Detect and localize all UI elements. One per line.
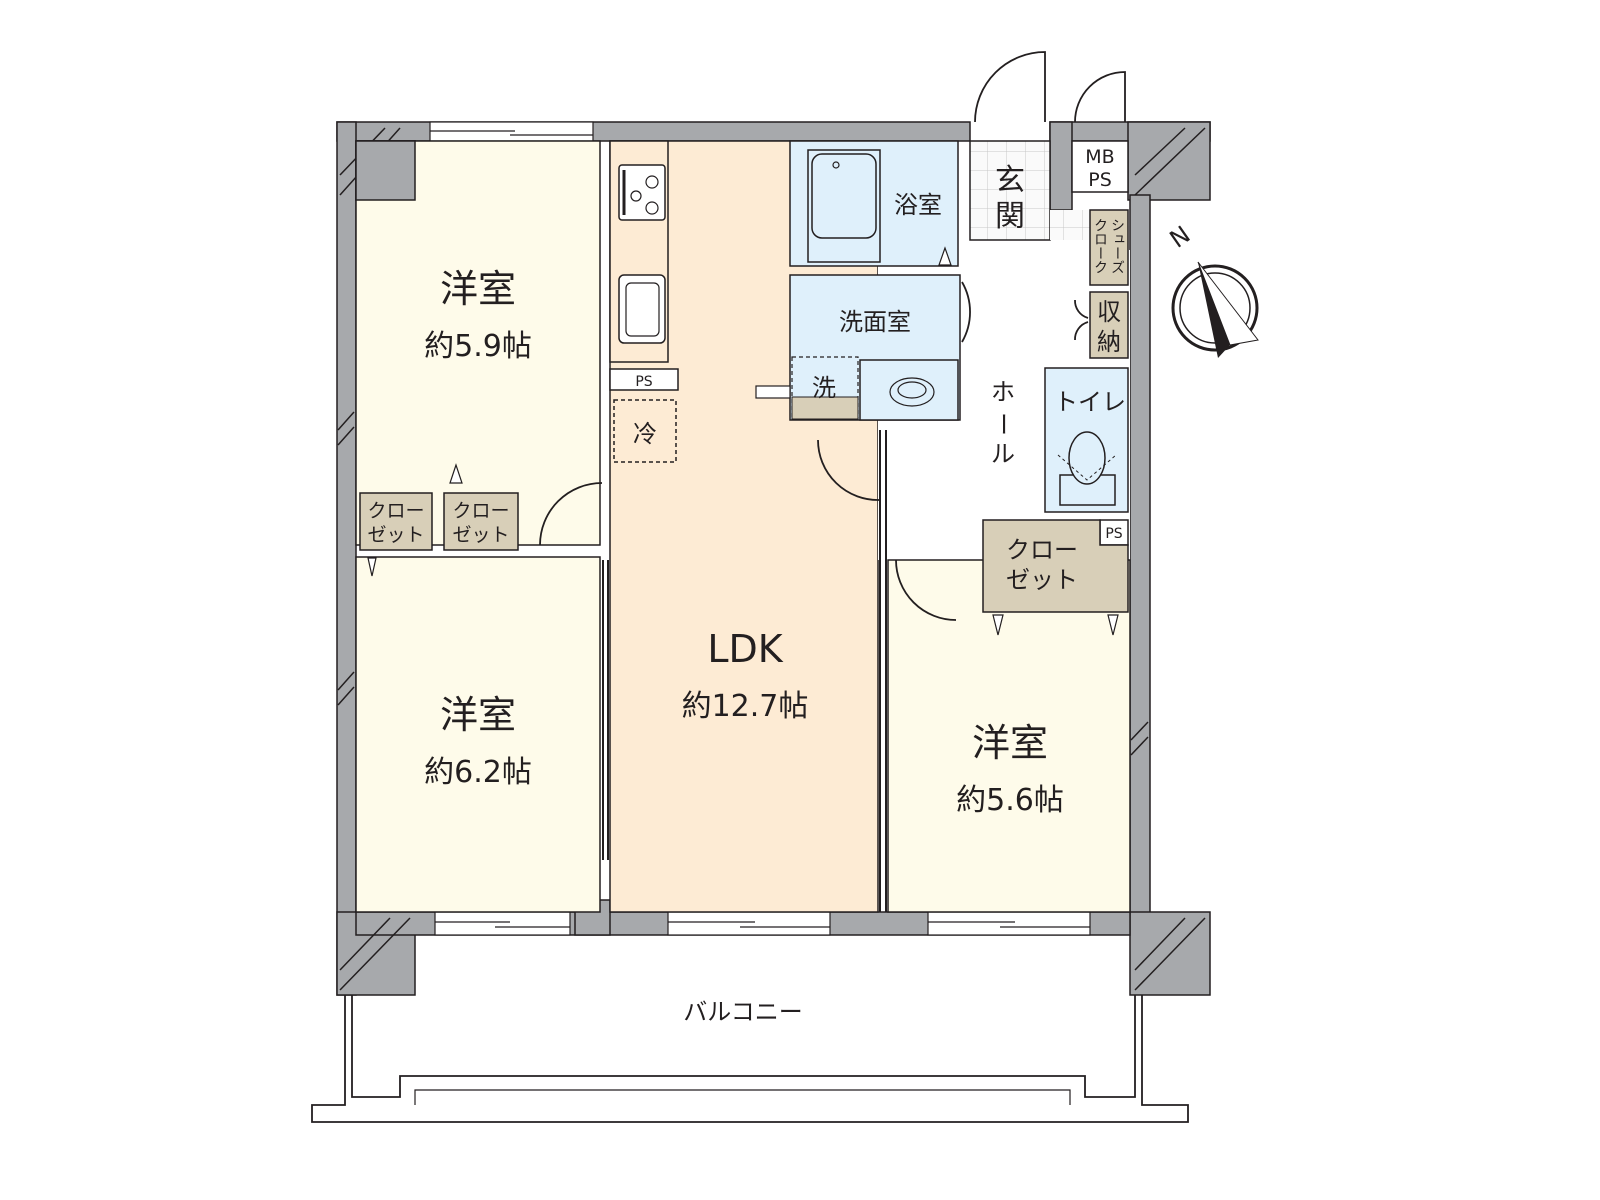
washer-pan <box>791 396 859 420</box>
washroom-label: 洗面室 <box>839 308 911 336</box>
bedroom2-area <box>355 556 601 913</box>
washbasin-icon <box>859 359 959 421</box>
shoes-closet-col2: クローク <box>1092 218 1108 274</box>
closet-mid-line1: クロー <box>452 500 509 522</box>
mbps-area <box>1071 140 1129 193</box>
closet-left-area <box>359 492 433 551</box>
ldk-name: LDK <box>707 627 783 671</box>
shoes-closet-col1: シューズ <box>1109 218 1125 274</box>
bedroom1-area <box>355 140 601 546</box>
closet-mid-line2: ゼット <box>452 524 509 546</box>
bedroom1-name: 洋室 <box>440 267 516 311</box>
entrance-label-top: 玄 <box>995 163 1025 198</box>
entrance-label-bottom: 関 <box>995 199 1025 234</box>
entrance-area <box>969 140 1051 241</box>
compass-icon: N <box>1165 220 1259 358</box>
mbps-line2: PS <box>1088 169 1112 191</box>
bedroom3-area <box>887 559 1131 913</box>
bedroom3-name: 洋室 <box>972 721 1048 765</box>
fridge-space <box>613 399 677 463</box>
toilet-label: トイレ <box>1054 388 1126 416</box>
bath-label: 浴室 <box>894 191 942 219</box>
ldk-wall-stub <box>755 385 791 399</box>
closet-mid-area <box>443 492 519 551</box>
closet-right-area <box>982 519 1129 613</box>
hall-label-3: ル <box>991 440 1015 468</box>
shoes-closet-area <box>1089 209 1129 286</box>
bedroom2-size: 約6.2帖 <box>424 755 532 790</box>
sink-icon <box>618 274 666 344</box>
opening-markers <box>367 246 1119 636</box>
storage-label-bottom: 納 <box>1097 328 1121 356</box>
mbps-line1: MB <box>1085 146 1114 168</box>
wall-hatching <box>337 127 1206 991</box>
storage-area <box>1089 291 1129 359</box>
windows <box>429 121 1091 936</box>
sliding-doors <box>602 430 887 912</box>
toilet-icon <box>1057 431 1117 506</box>
stove-icon <box>618 164 666 221</box>
bedroom1-notch <box>355 140 416 201</box>
washer-label: 洗 <box>812 374 836 402</box>
closet-left-line2: ゼット <box>367 524 424 546</box>
bathtub-icon <box>807 149 881 263</box>
closet-right-line1: クロー <box>1006 536 1078 564</box>
ps-kitchen-label: PS <box>635 374 652 390</box>
storage-label-top: 収 <box>1097 298 1121 326</box>
hall-label-1: ホ <box>991 378 1015 406</box>
bedroom3-size: 約5.6帖 <box>956 783 1064 818</box>
doors <box>539 51 1126 621</box>
ps-toilet-label: PS <box>1105 526 1122 542</box>
closet-right-line2: ゼット <box>1006 566 1078 594</box>
balcony-label: バルコニー <box>683 998 803 1026</box>
compass-north-label: N <box>1165 220 1196 253</box>
hall-label-2: ー <box>989 412 1017 436</box>
bedroom1-size: 約5.9帖 <box>424 329 532 364</box>
ldk-size: 約12.7帖 <box>682 689 809 724</box>
bedroom2-name: 洋室 <box>440 693 516 737</box>
balcony-railing <box>311 995 1189 1123</box>
closet-left-line1: クロー <box>367 500 424 522</box>
fridge-label: 冷 <box>633 420 657 448</box>
entrance-step <box>1050 210 1090 240</box>
